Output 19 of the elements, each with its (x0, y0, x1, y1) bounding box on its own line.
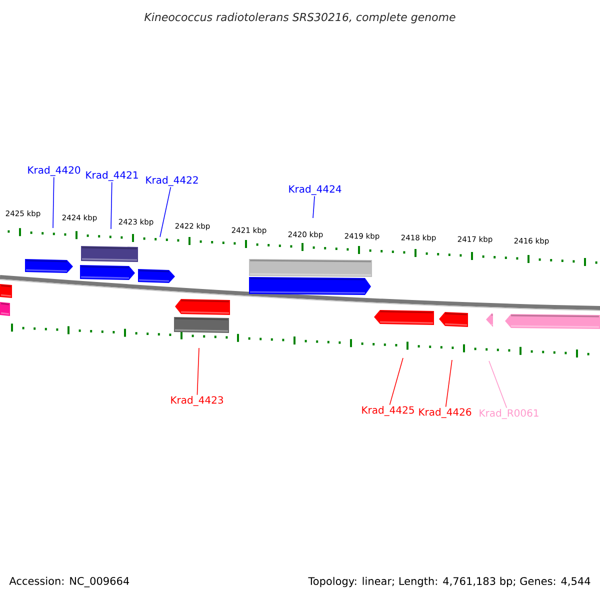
leader-line (389, 358, 404, 406)
leader-line (52, 176, 54, 228)
leader-line (312, 196, 315, 218)
gene-label: Krad_R0061 (480, 409, 538, 419)
leader-line (488, 360, 508, 408)
footer-text: Topology: linear; Length: 4,761,183 bp; Genes: 4,544 (308, 576, 590, 588)
gene-label: Krad_4425 (362, 406, 414, 416)
gene-label: Krad_4423 (171, 396, 223, 406)
gene-label: Krad_4422 (146, 176, 198, 186)
gene-label: Krad_4426 (419, 408, 472, 418)
leader-line (445, 360, 452, 408)
leader-line (196, 348, 200, 396)
gene-label: Krad_4424 (289, 185, 342, 195)
leader-line (110, 182, 112, 230)
footer-text: Accession: NC_009664 (9, 576, 130, 588)
leader-line (160, 186, 172, 238)
title: Kineococcus radiotolerans SRS30216, complete genome (144, 12, 456, 24)
gene-label: Krad_4420 (28, 166, 80, 176)
gene-label: Krad_4421 (86, 171, 138, 181)
